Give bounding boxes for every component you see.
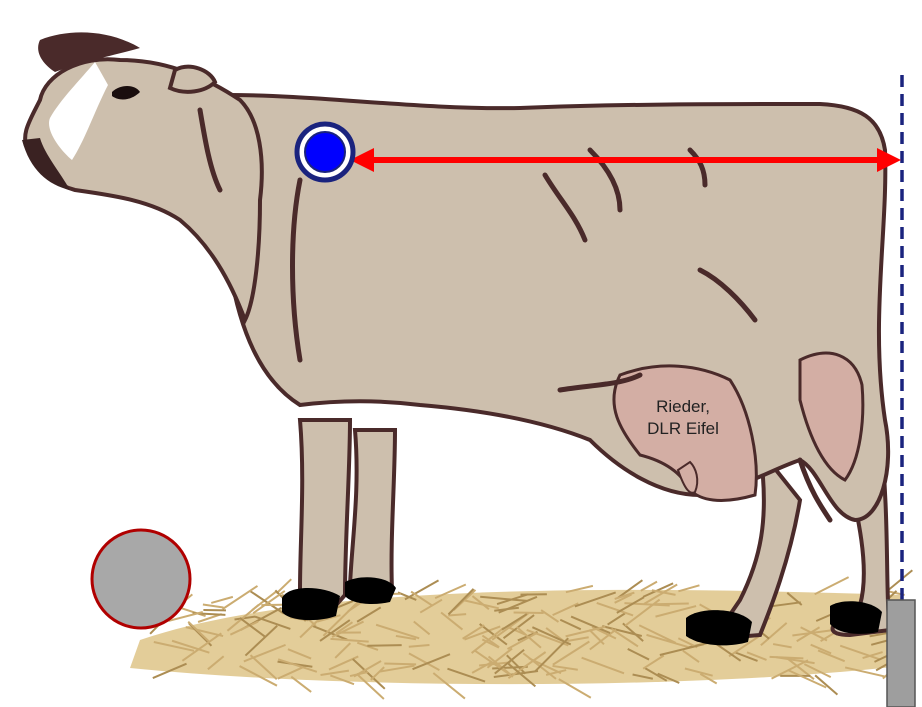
blue-circle-marker-icon: [297, 124, 353, 180]
credit-line-1: Rieder,: [628, 396, 738, 418]
straw-strand: [384, 664, 416, 665]
straw-strand: [641, 582, 657, 591]
straw-strand: [448, 614, 466, 615]
cow-head: [25, 59, 262, 320]
straw-strand: [203, 605, 224, 608]
cow-hoof: [282, 588, 340, 620]
cow-front-leg-far: [350, 430, 395, 598]
cow-ear: [170, 67, 215, 92]
straw-strand: [815, 577, 849, 594]
cow-front-leg: [289, 420, 350, 614]
straw-bedding: [130, 570, 915, 699]
cow-hoof: [686, 610, 752, 645]
straw-strand: [211, 597, 233, 603]
image-credit: Rieder, DLR Eifel: [628, 396, 738, 440]
gray-post: [887, 600, 915, 707]
straw-strand: [367, 645, 401, 646]
gray-ball-icon: [92, 530, 190, 628]
credit-line-2: DLR Eifel: [628, 418, 738, 440]
